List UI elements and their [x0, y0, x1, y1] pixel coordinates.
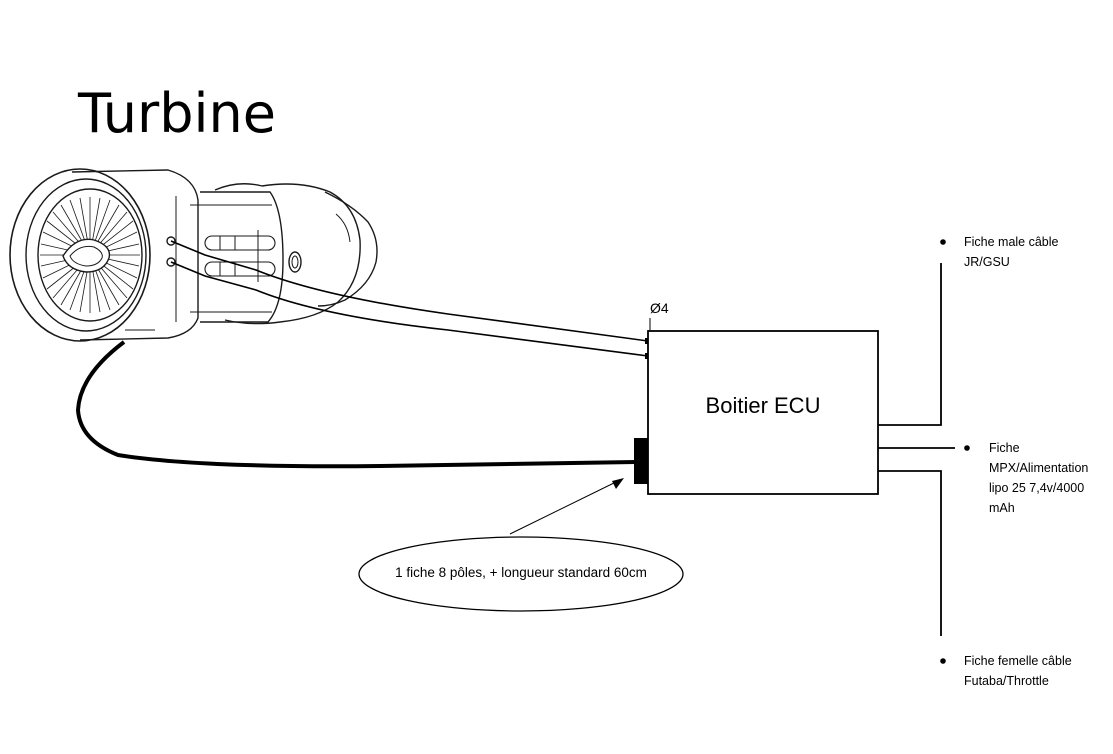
harness-plug	[634, 438, 648, 484]
connector-bullet-mpx	[964, 445, 970, 451]
ecu-output-leads	[878, 263, 955, 636]
callout-arrowhead	[612, 478, 624, 489]
connector-label-futaba-throttle: Fiche femelle câble Futaba/Throttle	[964, 651, 1072, 691]
connector-bullet-futaba	[940, 658, 946, 664]
connector-label-line: MPX/Alimentation	[989, 461, 1089, 475]
connector-label-mpx-power: Fiche MPX/Alimentation lipo 25 7,4v/4000…	[989, 438, 1088, 518]
connector-label-line: mAh	[989, 501, 1015, 515]
wire-diameter-label: Ø4	[650, 300, 669, 316]
connector-label-line: Fiche male câble	[964, 235, 1059, 249]
connector-bullet-jr	[940, 239, 946, 245]
turbine-engine-drawing	[9, 168, 378, 342]
ecu-label: Boitier ECU	[705, 393, 821, 418]
connector-label-line: Fiche femelle câble	[964, 654, 1072, 668]
harness-cable	[75, 340, 637, 469]
callout-ellipse	[358, 536, 684, 612]
connector-label-line: lipo 25 7,4v/4000	[989, 481, 1085, 495]
wire-pair	[170, 240, 649, 357]
connector-label-jr-gsu: Fiche male câble JR/GSU	[964, 232, 1059, 272]
diagram-title: Turbine	[78, 82, 276, 145]
connector-label-line: Futaba/Throttle	[964, 674, 1049, 688]
callout-line	[509, 479, 621, 535]
connector-label-line: JR/GSU	[964, 255, 1010, 269]
ecu-box	[647, 330, 879, 495]
connector-label-line: Fiche	[989, 441, 1020, 455]
harness-note: 1 fiche 8 pôles, + longueur standard 60c…	[395, 565, 647, 580]
